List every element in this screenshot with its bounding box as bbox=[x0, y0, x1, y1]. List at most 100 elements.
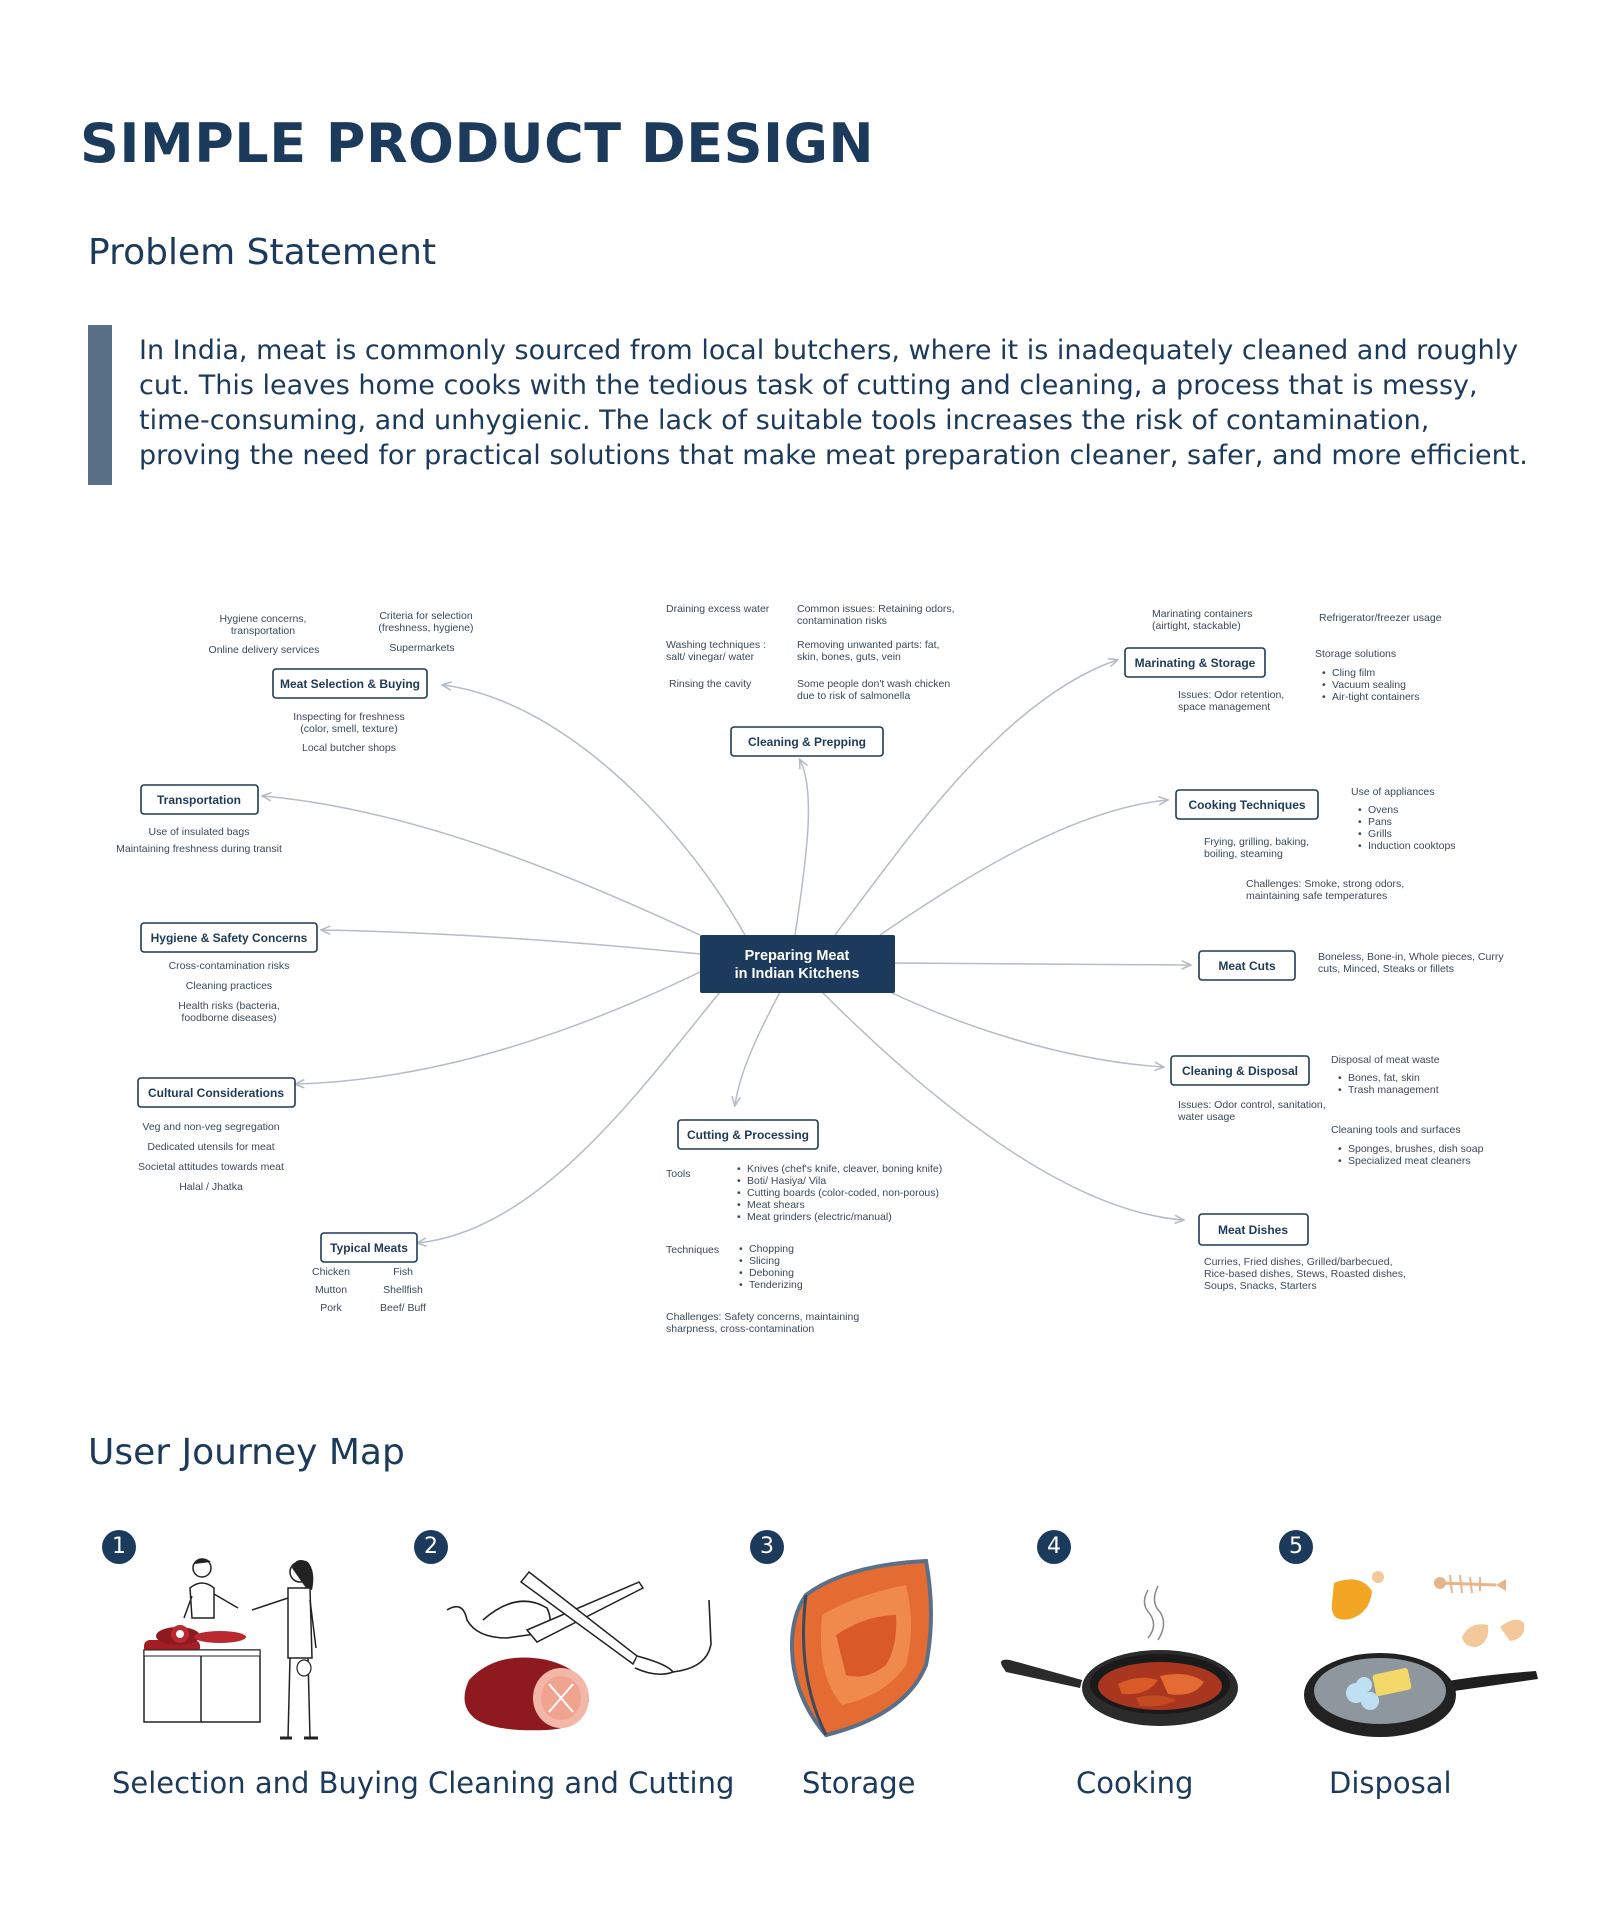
svg-text:cuts, Minced, Steaks or fillet: cuts, Minced, Steaks or fillets bbox=[1318, 963, 1454, 975]
edge-selection bbox=[443, 685, 746, 936]
svg-text:•: • bbox=[739, 1279, 743, 1291]
edge-transport bbox=[263, 796, 701, 936]
svg-text:Hygiene & Safety Concerns: Hygiene & Safety Concerns bbox=[151, 931, 308, 945]
svg-text:maintaining safe temperatures: maintaining safe temperatures bbox=[1246, 890, 1387, 902]
svg-text:(airtight, stackable): (airtight, stackable) bbox=[1152, 620, 1241, 632]
svg-text:Air-tight containers: Air-tight containers bbox=[1332, 691, 1420, 703]
notes-transportation: Use of insulated bags Maintaining freshn… bbox=[116, 826, 282, 855]
svg-text:Issues: Odor control, sanitati: Issues: Odor control, sanitation, bbox=[1178, 1099, 1326, 1111]
svg-text:Slicing: Slicing bbox=[749, 1255, 780, 1267]
svg-text:•: • bbox=[739, 1267, 743, 1279]
svg-text:Chicken: Chicken bbox=[312, 1266, 350, 1278]
svg-text:Some people don't wash chicken: Some people don't wash chicken bbox=[797, 678, 950, 690]
node-meat-cuts: Meat Cuts bbox=[1198, 950, 1296, 981]
svg-text:Transportation: Transportation bbox=[157, 793, 241, 807]
node-hygiene-safety: Hygiene & Safety Concerns bbox=[140, 922, 318, 953]
svg-text:•: • bbox=[1358, 804, 1362, 816]
disposal-waste-icon bbox=[1304, 1571, 1538, 1737]
svg-text:Challenges: Smoke, strong odor: Challenges: Smoke, strong odors, bbox=[1246, 878, 1404, 890]
svg-text:Pans: Pans bbox=[1368, 816, 1392, 828]
svg-text:Marinating & Storage: Marinating & Storage bbox=[1135, 656, 1256, 670]
svg-text:Societal attitudes towards mea: Societal attitudes towards meat bbox=[138, 1161, 284, 1173]
svg-text:salt/ vinegar/ water: salt/ vinegar/ water bbox=[666, 651, 755, 663]
svg-text:Meat grinders (electric/manual: Meat grinders (electric/manual) bbox=[747, 1211, 892, 1223]
step-2-label: Cleaning and Cutting bbox=[428, 1766, 735, 1800]
edge-cuts bbox=[894, 963, 1190, 965]
svg-text:Tools: Tools bbox=[666, 1168, 691, 1180]
svg-text:foodborne diseases): foodborne diseases) bbox=[181, 1012, 276, 1024]
frying-pan-icon bbox=[1001, 1585, 1238, 1726]
svg-text:Health risks (bacteria,: Health risks (bacteria, bbox=[178, 1000, 280, 1012]
svg-text:Knives (chef's knife, cleaver,: Knives (chef's knife, cleaver, boning kn… bbox=[747, 1163, 942, 1175]
center-node-line-2: in Indian Kitchens bbox=[735, 966, 860, 982]
node-cooking-techniques: Cooking Techniques bbox=[1175, 789, 1319, 820]
svg-text:Boti/ Hasiya/ Vila: Boti/ Hasiya/ Vila bbox=[747, 1175, 826, 1187]
notes-meat-cuts: Boneless, Bone-in, Whole pieces, Curry c… bbox=[1318, 951, 1504, 975]
node-transportation: Transportation bbox=[140, 784, 259, 815]
node-marinating-storage: Marinating & Storage bbox=[1124, 647, 1266, 678]
step-4-number: 4 bbox=[1037, 1530, 1071, 1564]
edge-cleaning bbox=[794, 760, 810, 936]
notes-typical-meats: Chicken Mutton Pork Fish Shellfish Beef/… bbox=[312, 1266, 426, 1314]
step-1-number: 1 bbox=[102, 1530, 136, 1564]
svg-text:Techniques: Techniques bbox=[666, 1244, 719, 1256]
svg-text:Pork: Pork bbox=[320, 1302, 342, 1314]
svg-text:Cleaning tools and surfaces: Cleaning tools and surfaces bbox=[1331, 1124, 1461, 1136]
notes-meat-dishes: Curries, Fried dishes, Grilled/barbecued… bbox=[1204, 1256, 1406, 1292]
svg-text:Ovens: Ovens bbox=[1368, 804, 1398, 816]
svg-text:Grills: Grills bbox=[1368, 828, 1392, 840]
svg-text:Meat Cuts: Meat Cuts bbox=[1218, 959, 1276, 973]
page-title: SIMPLE PRODUCT DESIGN bbox=[80, 112, 875, 175]
edge-cutting bbox=[735, 991, 781, 1105]
knife-cutting-meat-icon bbox=[446, 1570, 712, 1731]
mind-map-edges bbox=[263, 660, 1190, 1243]
svg-text:Specialized meat cleaners: Specialized meat cleaners bbox=[1348, 1155, 1471, 1167]
svg-text:Rice-based dishes, Stews, Roas: Rice-based dishes, Stews, Roasted dishes… bbox=[1204, 1268, 1406, 1280]
svg-text:•: • bbox=[737, 1163, 741, 1175]
step-3-label: Storage bbox=[802, 1766, 916, 1800]
svg-text:Cooking Techniques: Cooking Techniques bbox=[1188, 798, 1305, 812]
svg-text:•: • bbox=[737, 1211, 741, 1223]
svg-text:Dedicated utensils for meat: Dedicated utensils for meat bbox=[147, 1141, 274, 1153]
svg-text:Meat Dishes: Meat Dishes bbox=[1218, 1223, 1288, 1237]
svg-text:•: • bbox=[737, 1187, 741, 1199]
svg-text:Vacuum sealing: Vacuum sealing bbox=[1332, 679, 1406, 691]
edge-marinating bbox=[834, 660, 1117, 936]
svg-text:Inspecting for freshness: Inspecting for freshness bbox=[293, 711, 404, 723]
node-cutting-processing: Cutting & Processing bbox=[677, 1119, 819, 1150]
svg-text:Tenderizing: Tenderizing bbox=[749, 1279, 803, 1291]
svg-text:Disposal of meat waste: Disposal of meat waste bbox=[1331, 1054, 1440, 1066]
svg-text:Hygiene concerns,: Hygiene concerns, bbox=[220, 613, 307, 625]
svg-text:Issues: Odor retention,: Issues: Odor retention, bbox=[1178, 689, 1284, 701]
svg-text:Challenges: Safety concerns, m: Challenges: Safety concerns, maintaining bbox=[666, 1311, 859, 1323]
svg-text:Washing techniques :: Washing techniques : bbox=[666, 639, 766, 651]
svg-text:Deboning: Deboning bbox=[749, 1267, 794, 1279]
center-node-line-1: Preparing Meat bbox=[745, 948, 850, 964]
svg-text:Use of appliances: Use of appliances bbox=[1351, 786, 1434, 798]
quote-bar bbox=[88, 325, 112, 485]
svg-text:Draining excess water: Draining excess water bbox=[666, 603, 770, 615]
svg-text:•: • bbox=[1338, 1084, 1342, 1096]
svg-text:water usage: water usage bbox=[1177, 1111, 1235, 1123]
svg-text:•: • bbox=[1338, 1155, 1342, 1167]
svg-text:Sponges, brushes, dish soap: Sponges, brushes, dish soap bbox=[1348, 1143, 1484, 1155]
notes-meat-selection: Hygiene concerns, transportation Criteri… bbox=[209, 610, 474, 754]
svg-text:Use of insulated bags: Use of insulated bags bbox=[149, 826, 250, 838]
node-meat-selection: Meat Selection & Buying bbox=[272, 668, 428, 699]
svg-text:(color, smell, texture): (color, smell, texture) bbox=[300, 723, 397, 735]
svg-text:•: • bbox=[1322, 667, 1326, 679]
notes-hygiene: Cross-contamination risks Cleaning pract… bbox=[169, 960, 290, 1024]
node-cultural-considerations: Cultural Considerations bbox=[137, 1077, 296, 1108]
mind-map: Preparing Meat in Indian Kitchens Meat S… bbox=[116, 603, 1504, 1335]
svg-text:Induction cooktops: Induction cooktops bbox=[1368, 840, 1456, 852]
svg-text:Boneless, Bone-in, Whole piece: Boneless, Bone-in, Whole pieces, Curry bbox=[1318, 951, 1504, 963]
center-node: Preparing Meat in Indian Kitchens bbox=[700, 935, 895, 993]
svg-text:sharpness, cross-contamination: sharpness, cross-contamination bbox=[666, 1323, 814, 1335]
svg-text:Local butcher shops: Local butcher shops bbox=[302, 742, 396, 754]
problem-statement-heading: Problem Statement bbox=[88, 232, 437, 273]
edge-typical bbox=[418, 991, 721, 1243]
svg-text:(freshness, hygiene): (freshness, hygiene) bbox=[378, 622, 473, 634]
svg-text:•: • bbox=[737, 1199, 741, 1211]
svg-text:Mutton: Mutton bbox=[315, 1284, 347, 1296]
notes-cleaning-prepping: Draining excess water Washing techniques… bbox=[666, 603, 955, 702]
